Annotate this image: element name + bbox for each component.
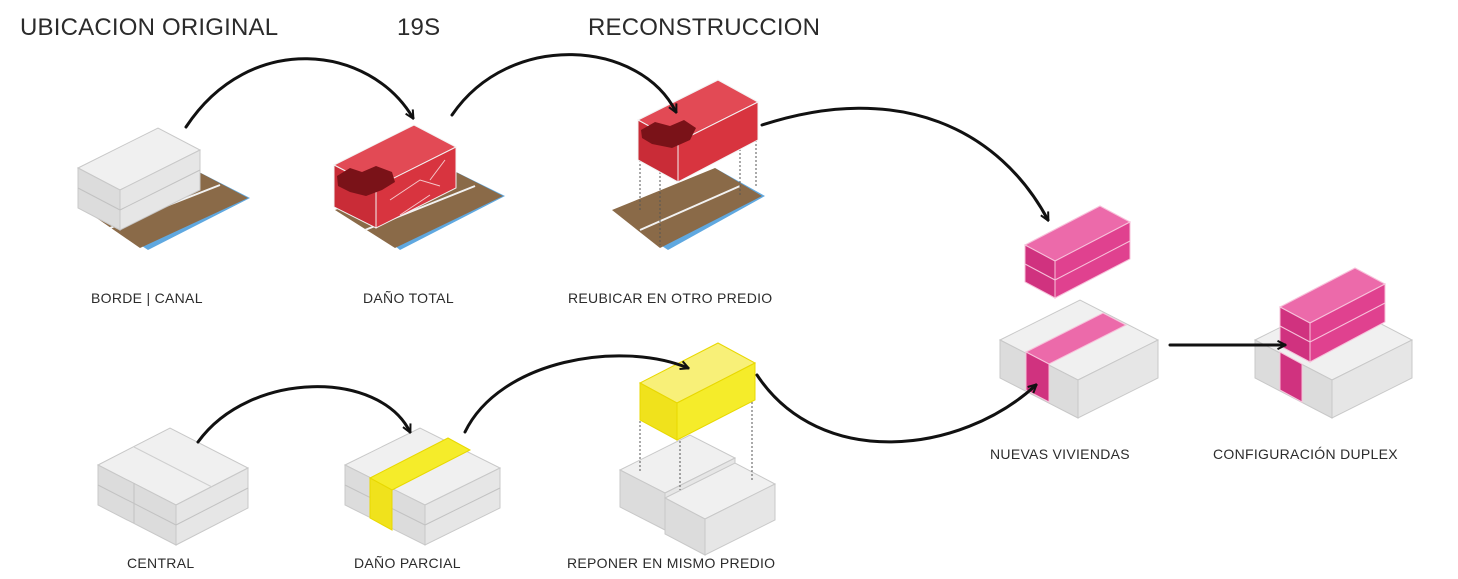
arrow-reubicar-to-nuevas <box>760 106 1050 220</box>
label-nuevas-viviendas: NUEVAS VIVIENDAS <box>990 446 1130 462</box>
header-event: 19S <box>397 14 441 41</box>
nuevas-viviendas-illustration <box>998 205 1160 419</box>
configuracion-duplex-illustration <box>1253 267 1414 419</box>
header-reconstruction: RECONSTRUCCION <box>588 14 821 41</box>
label-configuracion-duplex: CONFIGURACIÓN DUPLEX <box>1213 446 1398 462</box>
arrow-reponer-to-nuevas <box>755 373 1036 444</box>
ground-plot <box>612 168 762 248</box>
arrow-central-to-dano-parcial <box>196 385 412 444</box>
label-borde-canal: BORDE | CANAL <box>91 290 203 306</box>
dano-total-illustration <box>332 124 505 250</box>
arrow-dano-total-to-reubicar <box>450 53 678 117</box>
arrow-dano-parcial-to-reponer <box>463 354 688 434</box>
dark-damage-zone <box>337 166 395 196</box>
label-dano-parcial: DAÑO PARCIAL <box>354 555 461 571</box>
central-illustration <box>96 427 250 546</box>
reponer-illustration <box>618 342 777 556</box>
label-central: CENTRAL <box>127 555 195 571</box>
label-reponer: REPONER EN MISMO PREDIO <box>567 555 776 571</box>
label-dano-total: DAÑO TOTAL <box>363 290 454 306</box>
borde-canal-illustration <box>76 127 250 250</box>
header-original: UBICACION ORIGINAL <box>20 14 279 41</box>
dano-parcial-illustration <box>343 427 502 546</box>
label-reubicar: REUBICAR EN OTRO PREDIO <box>568 290 773 306</box>
reubicar-illustration <box>612 79 765 250</box>
arrow-borde-to-dano-total <box>184 57 413 129</box>
